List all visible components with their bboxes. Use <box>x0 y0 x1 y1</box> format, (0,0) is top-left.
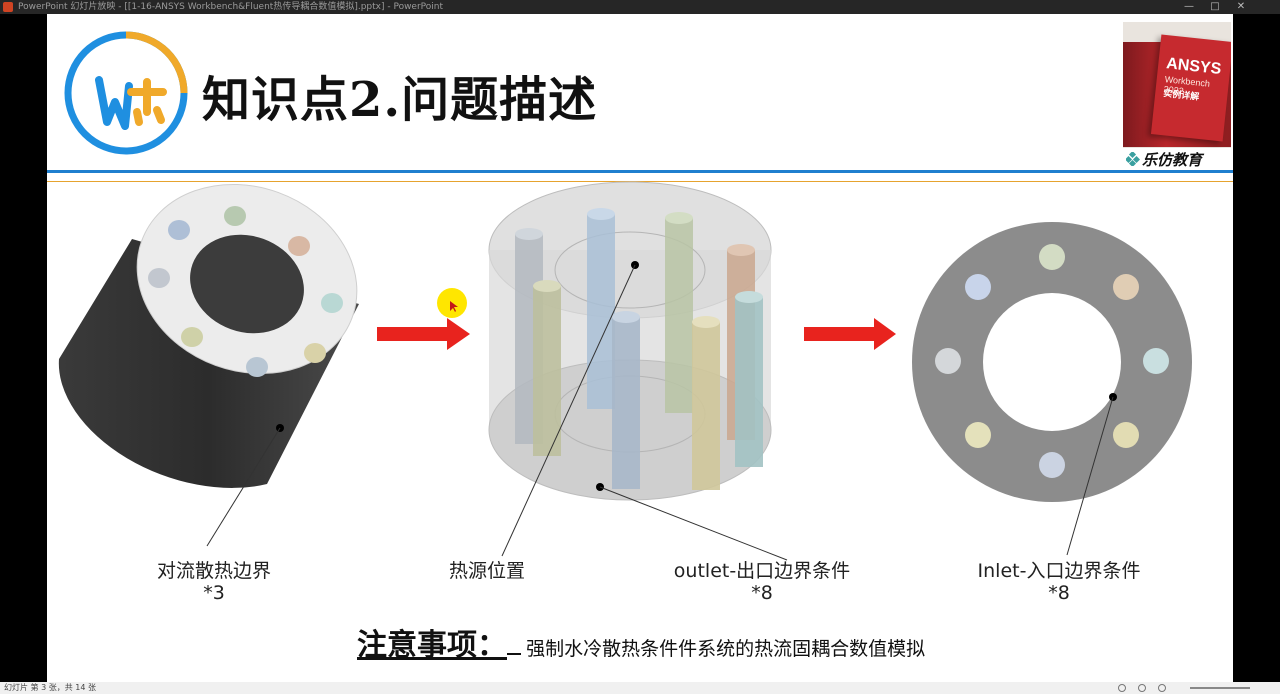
red-arrow-1 <box>377 318 470 350</box>
note-line: 注意事项： 强制水冷散热条件件系统的热流固耦合数值模拟 <box>357 620 925 664</box>
outlet-count: *8 <box>751 582 773 604</box>
right-letterbox <box>1233 14 1280 682</box>
title-rule-blue <box>47 170 1233 173</box>
zoom-slider[interactable] <box>1190 687 1250 689</box>
slide-menu-icon[interactable] <box>1138 684 1146 692</box>
slide-counter: 幻灯片 第 3 张，共 14 张 <box>4 683 96 692</box>
logo-icon <box>64 31 188 155</box>
heat-source-text: 热源位置 <box>448 560 525 582</box>
left-letterbox <box>0 14 47 682</box>
convection-boundary-count: *3 <box>203 582 225 604</box>
window-title: PowerPoint 幻灯片放映 - [[1-16-ANSYS Workbenc… <box>18 2 444 12</box>
window-titlebar: PowerPoint 幻灯片放映 - [[1-16-ANSYS Workbenc… <box>0 0 1280 14</box>
title-rule-orange <box>47 181 1233 182</box>
outlet-text: outlet-出口边界条件 <box>673 560 851 582</box>
brand-text: 乐仿教育 <box>1142 151 1203 169</box>
note-text: 强制水冷散热条件件系统的热流固耦合数值模拟 <box>526 638 926 660</box>
heat-source-figure <box>488 181 788 561</box>
convection-boundary-text: 对流散热边界 <box>156 560 271 582</box>
solid-cylinder-figure <box>58 183 359 547</box>
geometry-figures <box>58 181 1192 561</box>
brand-bar: 乐仿教育 <box>1123 148 1231 170</box>
next-slide-icon[interactable] <box>1158 684 1166 692</box>
inlet-text: Inlet-入口边界条件 <box>977 560 1141 582</box>
status-bar: 幻灯片 第 3 张，共 14 张 <box>0 682 1280 694</box>
slide-title: 知识点2.问题描述 <box>202 72 598 128</box>
brand-diamond-icon <box>1126 152 1140 166</box>
minimize-button[interactable]: — <box>1184 1 1194 12</box>
powerpoint-icon <box>3 2 13 12</box>
note-heading: 注意事项： <box>357 628 507 663</box>
label-heat-source: 热源位置 <box>437 560 537 582</box>
label-outlet: outlet-出口边界条件 *8 <box>657 560 867 604</box>
book-advert-image: ANSYS Workbench 2022 实例详解 乐仿教育 <box>1123 22 1231 170</box>
note-underline <box>507 653 521 655</box>
maximize-button[interactable]: □ <box>1210 1 1220 12</box>
close-button[interactable]: ✕ <box>1236 1 1246 12</box>
inlet-annulus-figure <box>912 222 1192 556</box>
prev-slide-icon[interactable] <box>1118 684 1126 692</box>
mouse-pointer-icon <box>450 301 458 312</box>
slide-canvas[interactable]: 知识点2.问题描述 ANSYS Workbench 2022 实例详解 乐仿教育 <box>47 14 1233 682</box>
inlet-count: *8 <box>1048 582 1070 604</box>
label-inlet: Inlet-入口边界条件 *8 <box>959 560 1159 604</box>
label-convection-boundary: 对流散热边界 *3 <box>139 560 289 604</box>
red-arrow-2 <box>804 318 896 350</box>
